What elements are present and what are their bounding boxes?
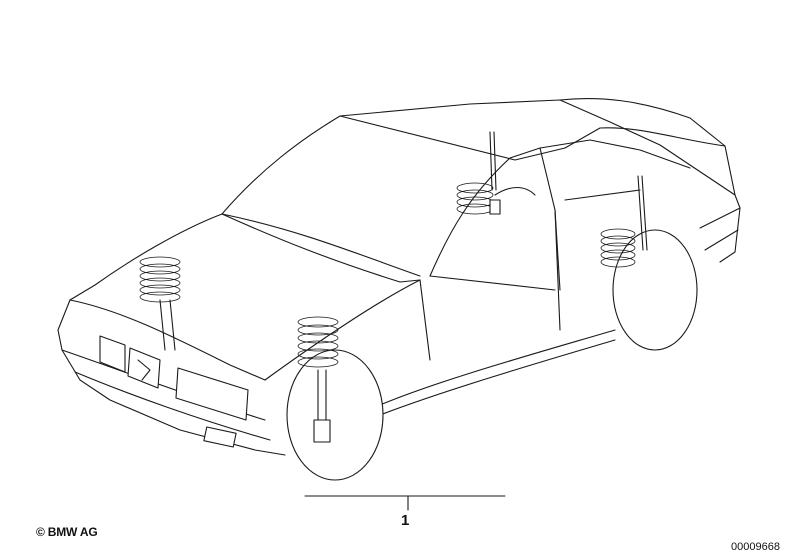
front-wheel <box>286 349 384 481</box>
rear-right-spring-damper <box>600 175 648 268</box>
car-body <box>57 98 741 456</box>
document-id: 00009668 <box>731 541 780 553</box>
rear-wheel <box>612 229 698 351</box>
front-left-spring-strut <box>139 256 181 351</box>
rear-left-spring-damper <box>456 131 536 215</box>
callout-bracket <box>304 495 506 511</box>
callout-label: 1 <box>401 512 410 529</box>
copyright-text: © BMW AG <box>36 525 98 539</box>
front-right-spring-strut <box>297 316 339 443</box>
